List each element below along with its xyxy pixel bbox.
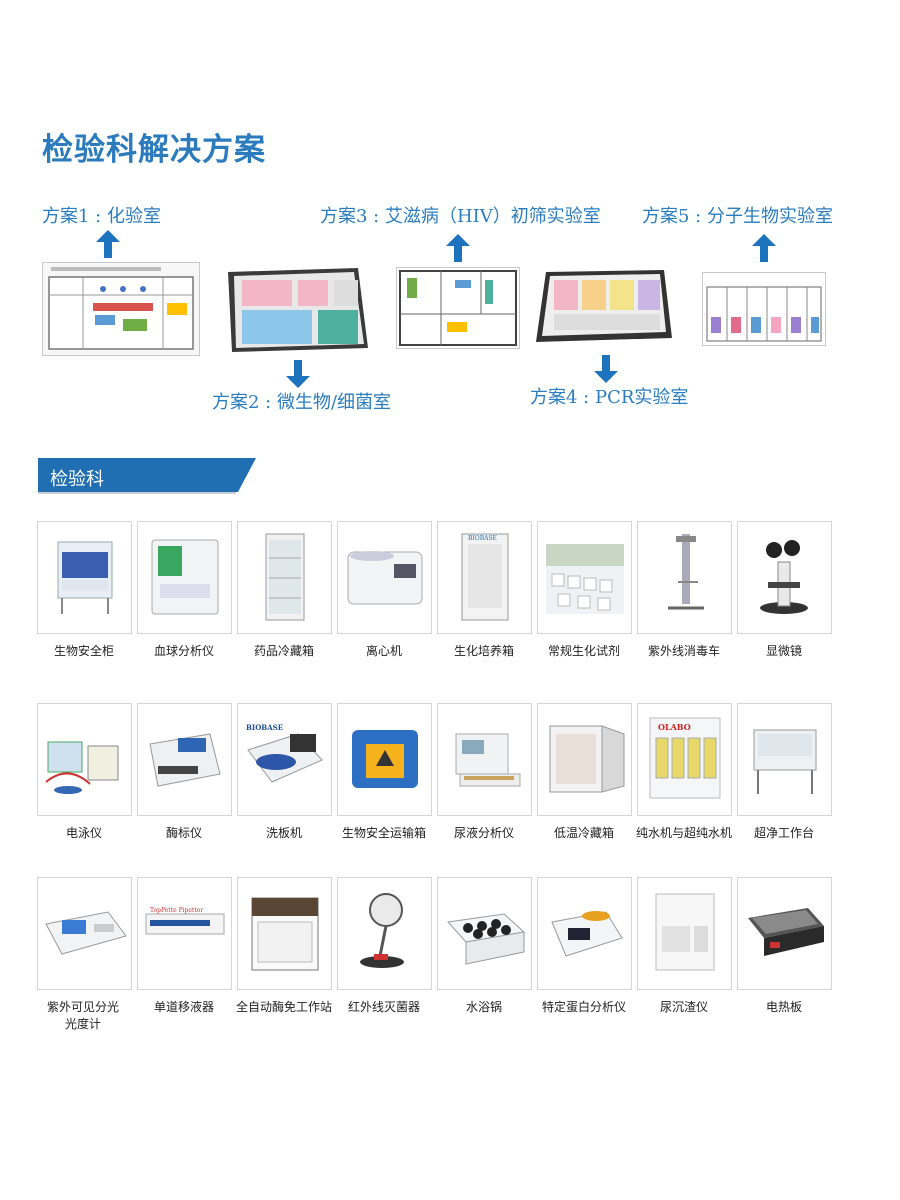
- product-label: 纯水机与超纯水机: [635, 826, 732, 840]
- product-label: 水浴锅: [465, 1000, 502, 1014]
- water-purifier-icon: OLABO: [638, 704, 731, 815]
- plan-4-floorplan: [532, 268, 674, 344]
- product-label: 红外线灭菌器: [347, 1000, 420, 1014]
- urine-sediment-icon: [638, 878, 731, 989]
- product-label: 药品冷藏箱: [253, 644, 314, 658]
- plan-3-floorplan: [396, 267, 520, 349]
- product-label: 生化培养箱: [453, 644, 514, 658]
- biosafety-cabinet-icon: [38, 522, 131, 633]
- elisa-workstation-icon: [238, 878, 331, 989]
- product-image-elisa-workstation-icon: [237, 877, 332, 990]
- product-image-pharmacy-refrigerator-icon: [237, 521, 332, 634]
- electrophoresis-icon: [38, 704, 131, 815]
- plan-3-label: 方案3 : 艾滋病（HIV）初筛实验室: [320, 206, 601, 227]
- plan-2-floorplan: [218, 262, 370, 354]
- product-label: 常规生化试剂: [547, 644, 620, 658]
- product-image-hematology-analyzer-icon: [137, 521, 232, 634]
- page-title: 检验科解决方案: [42, 132, 266, 168]
- transport-box-icon: [338, 704, 431, 815]
- product-label: 生物安全运输箱: [341, 826, 426, 840]
- product-image-urine-analyzer-icon: [437, 703, 532, 816]
- product-image-electrophoresis-icon: [37, 703, 132, 816]
- centrifuge-icon: [338, 522, 431, 633]
- product-image-hot-plate-icon: [737, 877, 832, 990]
- arrow-up-icon: [96, 230, 120, 258]
- arrow-up-icon: [446, 234, 470, 262]
- product-label: 尿沉渣仪: [659, 1000, 708, 1014]
- product-label: 生物安全柜: [53, 644, 114, 658]
- uv-cart-icon: [638, 522, 731, 633]
- product-label: 离心机: [365, 644, 402, 658]
- product-label: 全自动酶免工作站: [235, 1000, 332, 1014]
- pipette-icon: TopPette Pipettor: [138, 878, 231, 989]
- product-label: 显微镜: [765, 644, 802, 658]
- plan-5-label: 方案5 : 分子生物实验室: [642, 206, 833, 227]
- ir-sterilizer-icon: [338, 878, 431, 989]
- hematology-analyzer-icon: [138, 522, 231, 633]
- svg-text:BIOBASE: BIOBASE: [468, 535, 497, 542]
- section-title: 检验科: [50, 469, 104, 490]
- protein-analyzer-icon: [538, 878, 631, 989]
- plan-5-floorplan: [702, 272, 826, 346]
- product-image-water-bath-icon: [437, 877, 532, 990]
- product-image-spectrophotometer-icon: [37, 877, 132, 990]
- plan-1-label: 方案1 : 化验室: [42, 206, 161, 227]
- hot-plate-icon: [738, 878, 831, 989]
- product-label: 超净工作台: [753, 826, 814, 840]
- spectrophotometer-icon: [38, 878, 131, 989]
- clean-bench-icon: [738, 704, 831, 815]
- product-image-water-purifier-icon: OLABO: [637, 703, 732, 816]
- svg-text:OLABO: OLABO: [658, 722, 691, 732]
- product-image-uv-cart-icon: [637, 521, 732, 634]
- product-image-transport-box-icon: [337, 703, 432, 816]
- incubator-icon: BIOBASE: [438, 522, 531, 633]
- product-label: 电热板: [765, 1000, 802, 1014]
- product-label: 特定蛋白分析仪: [541, 1000, 626, 1014]
- product-image-plate-washer-icon: BIOBASE: [237, 703, 332, 816]
- svg-text:BIOBASE: BIOBASE: [246, 723, 283, 732]
- product-image-pipette-icon: TopPette Pipettor: [137, 877, 232, 990]
- svg-text:TopPette Pipettor: TopPette Pipettor: [150, 907, 203, 914]
- product-label: 低温冷藏箱: [553, 826, 614, 840]
- product-label: 血球分析仪: [153, 644, 214, 658]
- product-image-microplate-reader-icon: [137, 703, 232, 816]
- product-image-ir-sterilizer-icon: [337, 877, 432, 990]
- product-image-urine-sediment-icon: [637, 877, 732, 990]
- product-label: 尿液分析仪: [453, 826, 514, 840]
- arrow-down-icon: [594, 355, 618, 383]
- product-label: 紫外线消毒车: [647, 644, 720, 658]
- product-label: 电泳仪: [65, 826, 102, 840]
- product-image-incubator-icon: BIOBASE: [437, 521, 532, 634]
- plan-1-floorplan: [42, 262, 200, 356]
- water-bath-icon: [438, 878, 531, 989]
- product-image-reagents-icon: [537, 521, 632, 634]
- microscope-icon: [738, 522, 831, 633]
- product-label: 洗板机: [265, 826, 302, 840]
- product-image-low-temp-fridge-icon: [537, 703, 632, 816]
- plate-washer-icon: BIOBASE: [238, 704, 331, 815]
- pharmacy-refrigerator-icon: [238, 522, 331, 633]
- product-label: 单道移液器: [153, 1000, 214, 1014]
- low-temp-fridge-icon: [538, 704, 631, 815]
- product-image-centrifuge-icon: [337, 521, 432, 634]
- product-label: 酶标仪: [165, 826, 202, 840]
- arrow-up-icon: [752, 234, 776, 262]
- plan-2-label: 方案2 : 微生物/细菌室: [212, 392, 392, 413]
- product-label: 紫外可见分光光度计: [46, 1000, 119, 1031]
- product-image-biosafety-cabinet-icon: [37, 521, 132, 634]
- reagents-icon: [538, 522, 631, 633]
- section-banner: [38, 458, 256, 494]
- product-image-microscope-icon: [737, 521, 832, 634]
- arrow-down-icon: [286, 360, 310, 388]
- product-image-protein-analyzer-icon: [537, 877, 632, 990]
- microplate-reader-icon: [138, 704, 231, 815]
- product-image-clean-bench-icon: [737, 703, 832, 816]
- urine-analyzer-icon: [438, 704, 531, 815]
- plan-4-label: 方案4 : PCR实验室: [530, 387, 689, 408]
